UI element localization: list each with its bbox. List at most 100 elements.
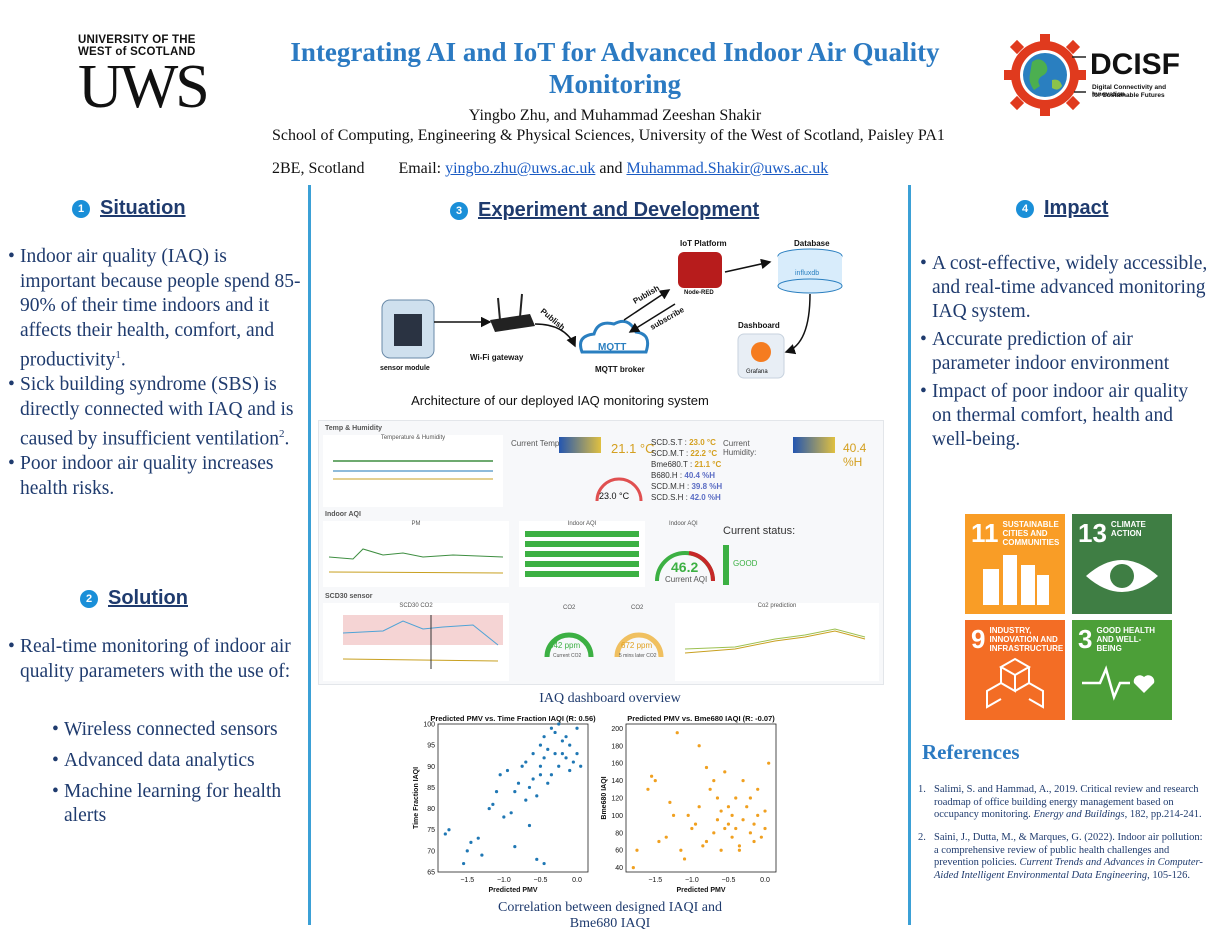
solution-sublist: Wireless connected sensors Advanced data… <box>52 718 308 828</box>
list-item: Machine learning for health alerts <box>52 780 308 828</box>
scatter-point <box>553 730 557 735</box>
x-tick-label: 0.0 <box>760 877 770 884</box>
scatter-point <box>575 752 579 756</box>
list-item: Poor indoor air quality increases health… <box>8 452 304 501</box>
scatter-point <box>553 752 557 756</box>
email-link-2[interactable]: Muhammad.Shakir@uws.ac.uk <box>626 160 829 177</box>
x-tick-label: −0.5 <box>722 877 736 884</box>
scatter-point <box>737 848 742 852</box>
x-tick-label: −1.0 <box>685 877 699 884</box>
scatter-point <box>664 835 668 839</box>
arch-label: sensor module <box>380 365 430 372</box>
arch-label: MQTT broker <box>595 365 645 374</box>
scatter-point <box>730 835 734 839</box>
scatter-point <box>447 828 451 832</box>
scatter-point <box>682 857 687 861</box>
scatter-caption-line2: Bme680 IAQI <box>569 916 651 931</box>
scatter-point <box>737 844 742 848</box>
scatter-point <box>763 826 767 831</box>
uws-logo-big: UWS <box>78 53 210 121</box>
plot-frame <box>625 723 777 873</box>
architecture-caption: Architecture of our deployed IAQ monitor… <box>411 393 709 408</box>
scatter-point <box>520 764 524 768</box>
scatter-point <box>734 826 738 831</box>
scatter-point <box>686 813 690 818</box>
scatter-point <box>668 800 672 804</box>
list-item: Wireless connected sensors <box>52 718 308 742</box>
scatter-point <box>531 752 535 756</box>
scatter-point <box>723 826 727 831</box>
scatter-point <box>679 848 683 852</box>
dcisf-sub2: for Sustainable Futures <box>1092 92 1165 99</box>
divider-left <box>308 185 311 925</box>
scatter-point <box>719 848 723 852</box>
scatter-point <box>741 818 745 822</box>
scatter-point <box>476 836 480 840</box>
y-tick-label: 95 <box>427 743 435 750</box>
y-tick-label: 80 <box>615 830 623 837</box>
y-tick-label: 160 <box>611 761 623 768</box>
scatter-point <box>480 853 484 857</box>
scatter-caption-line1: Correlation between designed IAQI and <box>498 900 722 915</box>
dcisf-name: DCISF <box>1090 48 1180 81</box>
scatter-point <box>546 781 550 785</box>
database-icon <box>777 278 843 294</box>
architecture-diagram: sensor module Wi-Fi gateway MQTT broker … <box>380 239 843 379</box>
arch-label: MQTT <box>598 342 626 353</box>
y-tick-label: 75 <box>427 827 435 834</box>
scatter-point <box>491 802 495 806</box>
scatter-point <box>697 744 701 748</box>
list-item: Impact of poor indoor air quality on the… <box>920 380 1210 452</box>
scatter-point <box>527 823 532 828</box>
y-axis-label: Bme680 IAQI <box>601 776 608 819</box>
impact-list: A cost-effective, widely accessible, and… <box>920 252 1210 452</box>
y-tick-label: 200 <box>611 726 623 733</box>
scatter-point <box>756 787 760 791</box>
scatter-point <box>542 756 546 760</box>
arch-label: influxdb <box>795 270 819 277</box>
section-number: 2 <box>80 589 98 608</box>
email-link-1[interactable]: yingbo.zhu@uws.ac.uk <box>445 160 596 177</box>
list-item: Real-time monitoring of indoor air quali… <box>8 635 304 684</box>
scatter-point <box>745 805 749 809</box>
scatter-point <box>708 787 712 791</box>
email-and: and <box>599 160 623 177</box>
gear-globe-icon <box>1004 34 1086 116</box>
chart-title: Predicted PMV vs. Bme680 IAQI (R: -0.07) <box>627 714 775 723</box>
scatter-point <box>487 806 491 811</box>
y-tick-label: 140 <box>611 778 623 785</box>
scatter-point <box>690 826 694 831</box>
poster-title-line2: Monitoring <box>549 69 681 99</box>
scatter-point <box>549 773 554 777</box>
chart-title: Predicted PMV vs. Time Fraction IAQI (R:… <box>430 714 596 723</box>
poster-title-line1: Integrating AI and IoT for Advanced Indo… <box>290 37 940 67</box>
scatter-point <box>564 735 568 739</box>
scatter-point <box>502 815 506 819</box>
list-item: Accurate prediction of air parameter ind… <box>920 328 1210 376</box>
scatter-point <box>752 822 756 826</box>
nodered-icon <box>678 252 722 288</box>
list-item: Indoor air quality (IAQ) is important be… <box>8 245 304 373</box>
arch-label: Grafana <box>746 369 768 375</box>
x-axis-label: Predicted PMV <box>488 887 537 894</box>
y-axis-label: Time Fraction IAQI <box>413 767 420 829</box>
section-title-text: Experiment and Development <box>478 199 760 221</box>
y-tick-label: 70 <box>427 848 435 855</box>
scatter-point <box>575 726 579 730</box>
scatter-point <box>557 722 561 726</box>
y-tick-label: 180 <box>611 743 623 750</box>
scatter-point <box>549 726 554 730</box>
router-icon <box>490 314 535 332</box>
scatter-point <box>535 794 539 798</box>
list-item: Sick building syndrome (SBS) is directly… <box>8 373 304 452</box>
scatter-point <box>568 743 572 747</box>
section-title-text: Situation <box>100 197 186 219</box>
affiliation-cont: 2BE, Scotland <box>272 160 365 177</box>
scatter-point <box>675 731 679 735</box>
scatter-point <box>671 813 676 818</box>
scatter-point <box>579 764 583 768</box>
scatter-point <box>767 761 771 765</box>
affiliation: School of Computing, Engineering & Physi… <box>272 127 945 144</box>
dash-panel: Temperature & Humidity <box>323 435 503 507</box>
